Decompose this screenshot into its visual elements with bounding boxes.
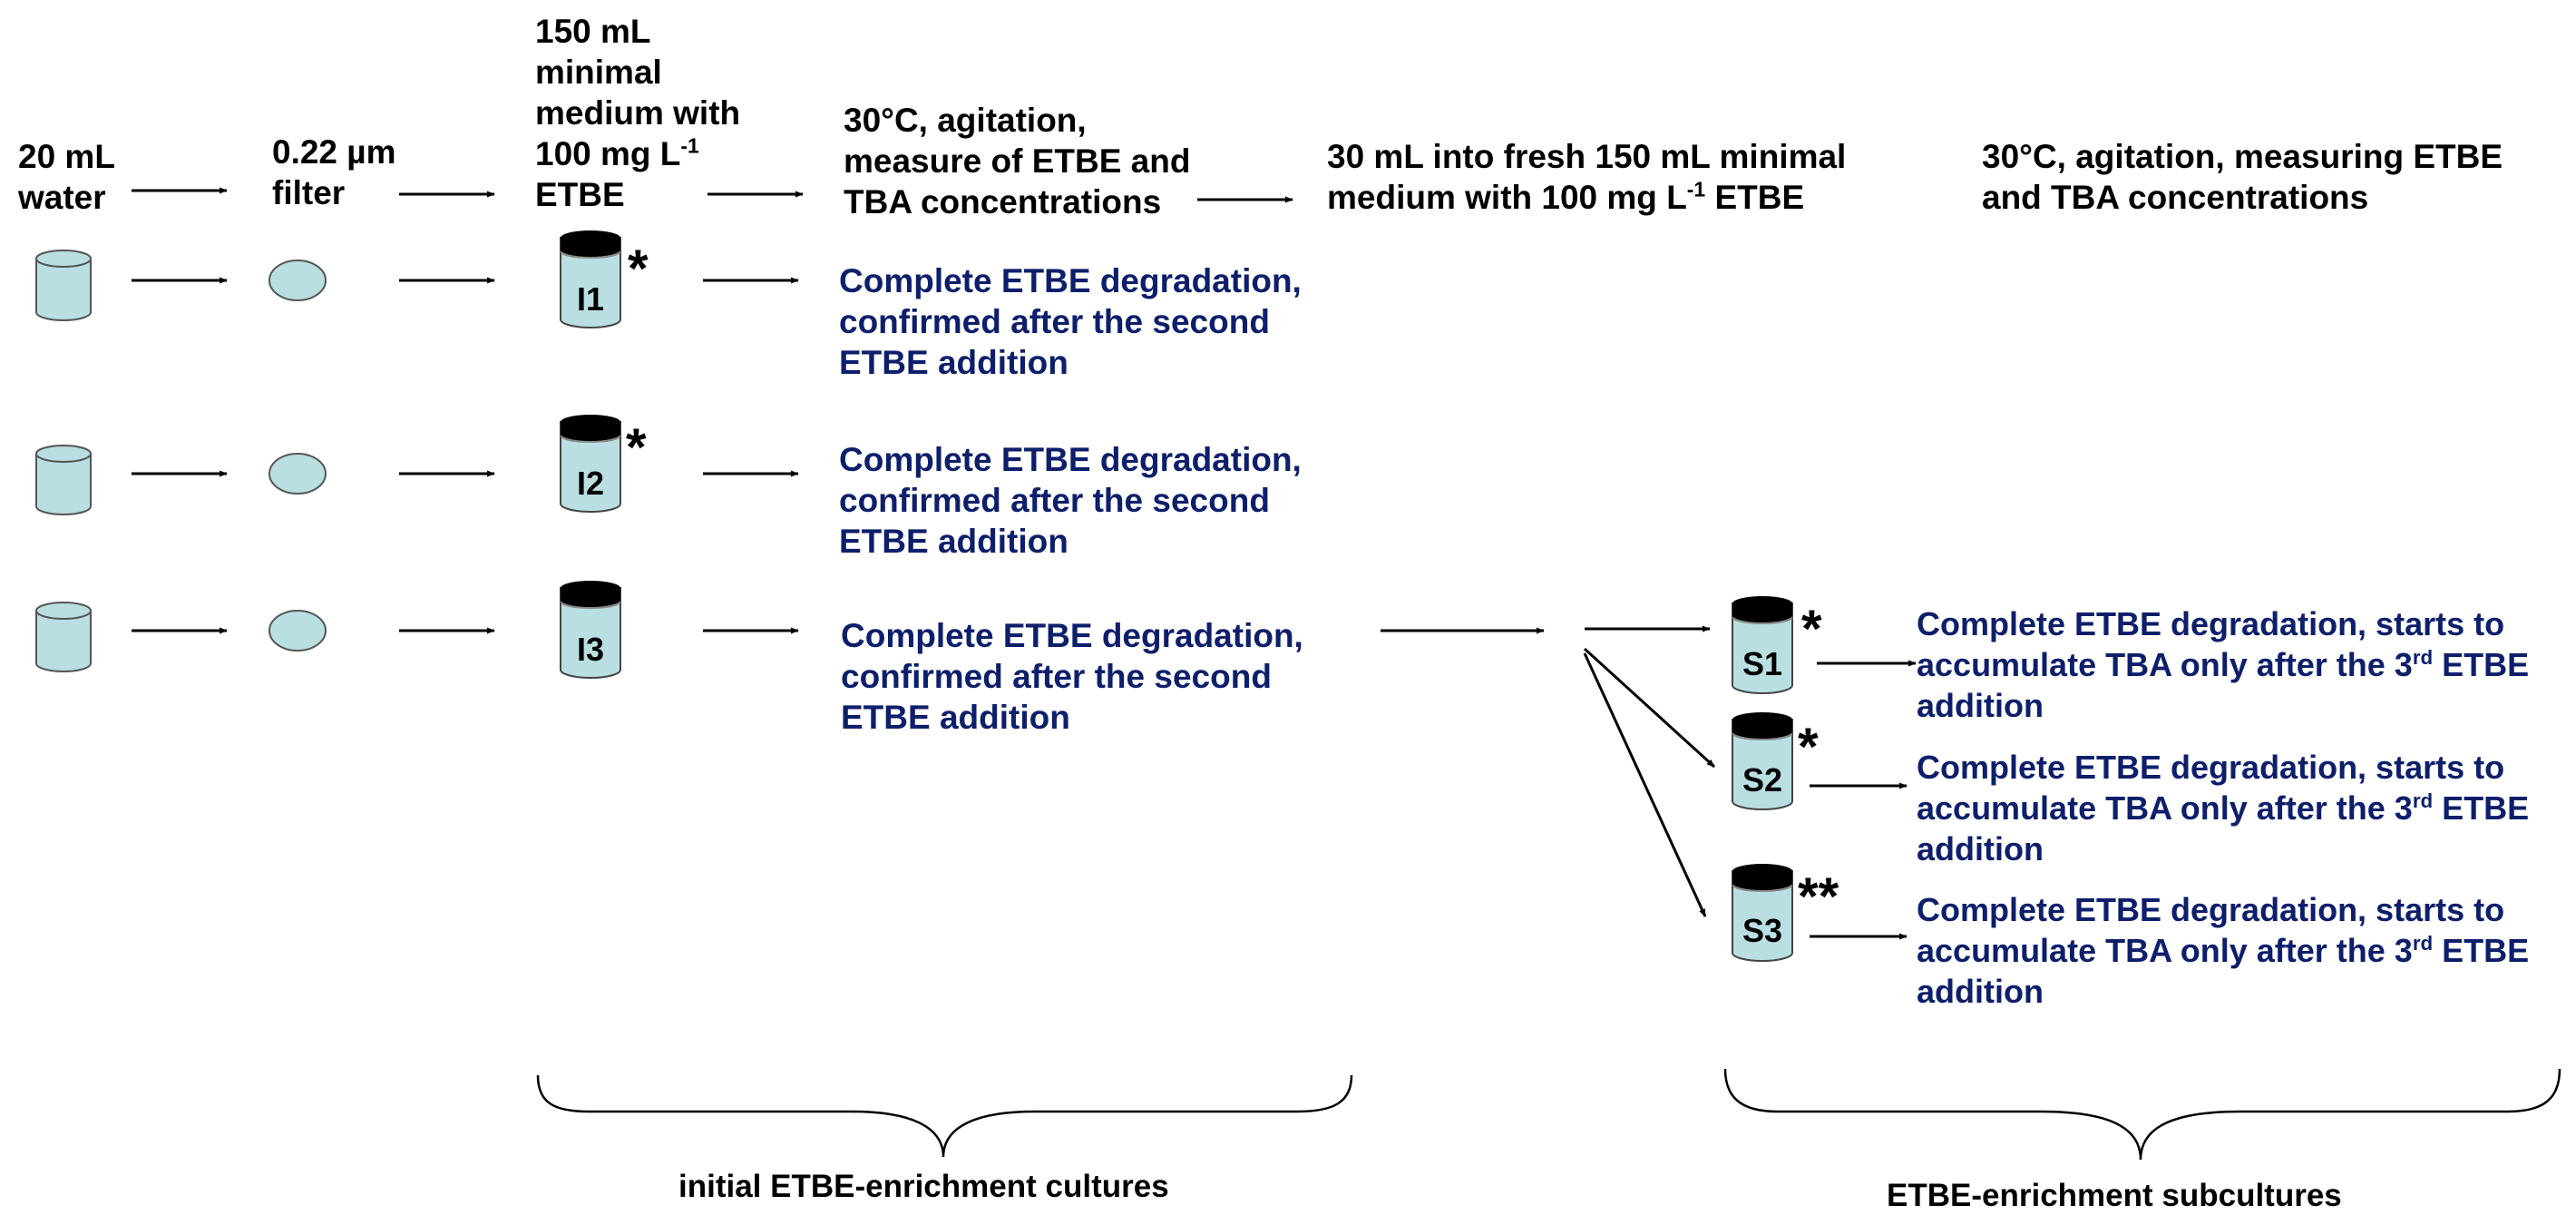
filters [268,260,327,652]
right-brace-icon [1723,1068,2561,1161]
asterisk-s1: * [1801,600,1822,659]
flask-i2-icon [560,415,621,513]
asterisk-s3: ** [1798,867,1839,926]
water-cylinder-icon [35,602,92,672]
flask-i1-icon [560,230,621,328]
flask-label-i1: I1 [576,280,605,318]
asterisk-i2: * [626,418,647,477]
header-step-incubation: 30°C, agitation, measure of ETBE and TBA… [844,102,1191,220]
header-arrows [132,187,1293,203]
flask-s1-icon [1732,596,1793,694]
bracket-label-initial: initial ETBE-enrichment cultures [678,1169,1169,1204]
result-i1: Complete ETBE degradation, confirmed aft… [839,262,1302,381]
header-step-water: 20 mL water [18,138,115,216]
filter-icon [268,610,327,652]
header-step-transfer: 30 mL into fresh 150 mL minimal medium w… [1327,138,1847,216]
water-cylinders [35,250,92,672]
flask-label-s3: S3 [1742,912,1783,949]
filter-icon [268,453,327,495]
asterisk-s2: * [1798,718,1819,777]
bracket-label-subcultures: ETBE-enrichment subcultures [1887,1178,2342,1213]
flask-s3-icon [1732,864,1793,962]
result-i3: Complete ETBE degradation, confirmed aft… [841,617,1303,736]
result-s3: Complete ETBE degradation, starts to acc… [1917,891,2530,1010]
split-arrow-s2 [1583,647,1716,769]
result-i2: Complete ETBE degradation, confirmed aft… [839,441,1302,560]
left-brace-icon [536,1074,1353,1158]
filter-icon [268,260,327,301]
header-step-filter: 0.22 µm filter [272,133,396,211]
split-arrow-s3 [1583,652,1707,917]
flask-label-i2: I2 [576,465,605,502]
water-cylinder-icon [35,250,92,321]
row-arrows [132,277,1917,940]
header-step-subculture-incubation: 30°C, agitation, measuring ETBE and TBA … [1982,138,2503,216]
flask-s2-icon [1732,712,1793,810]
flask-i3-icon [560,581,621,679]
flask-label-s2: S2 [1742,761,1783,799]
result-s2: Complete ETBE degradation, starts to acc… [1917,749,2530,867]
flask-label-s1: S1 [1742,645,1783,682]
header-step-medium: 150 mL minimal medium with 100 mg L-1 ET… [535,13,741,213]
result-s1: Complete ETBE degradation, starts to acc… [1917,605,2530,724]
water-cylinder-icon [35,445,92,515]
asterisk-i1: * [628,240,649,299]
flask-label-i3: I3 [576,631,605,668]
